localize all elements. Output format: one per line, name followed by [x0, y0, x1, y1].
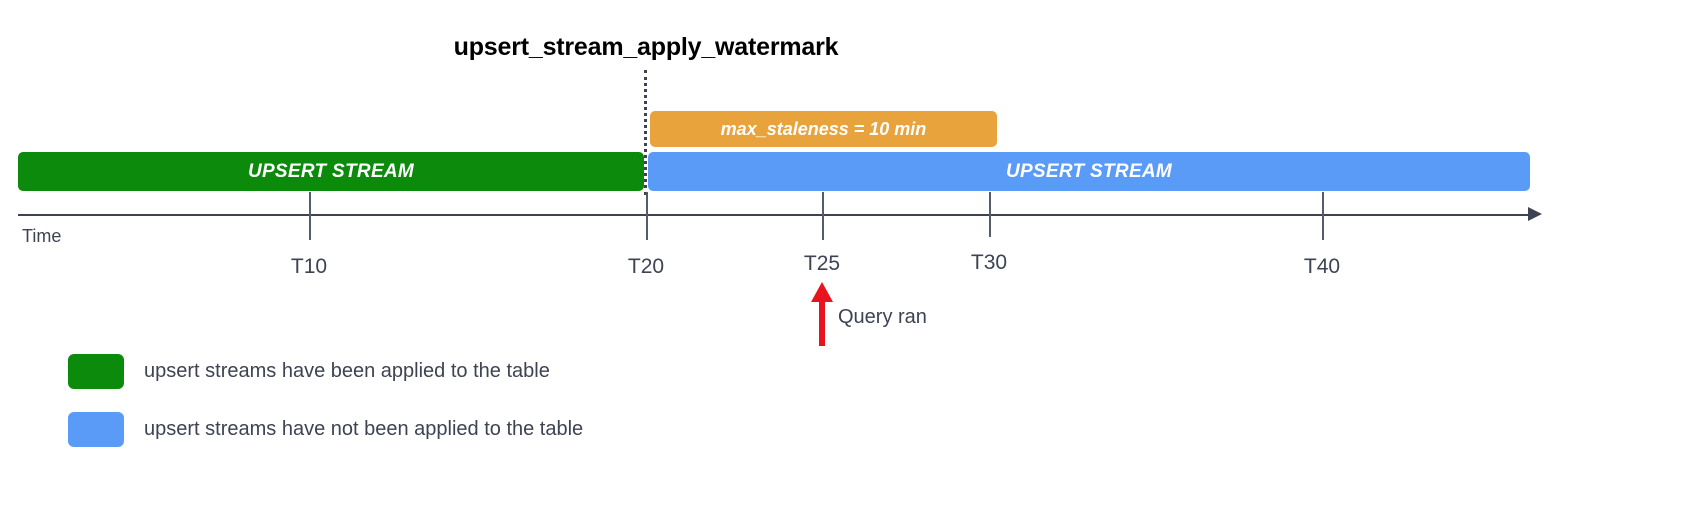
query-ran-arrow-icon — [811, 282, 833, 302]
unapplied-upsert-stream-label: UPSERT STREAM — [1005, 160, 1173, 182]
query-ran-arrow-shaft — [819, 300, 825, 346]
tick-mark-t30 — [989, 192, 991, 237]
watermark-dotted-line — [644, 70, 647, 195]
tick-label-t40: T40 — [1303, 255, 1341, 278]
tick-mark-t10 — [309, 192, 311, 240]
time-axis-arrow-icon — [1528, 207, 1542, 221]
unapplied-upsert-stream-bar: UPSERT STREAM — [648, 152, 1530, 191]
tick-label-t30: T30 — [970, 251, 1008, 274]
legend-label-applied: upsert streams have been applied to the … — [144, 360, 550, 382]
tick-mark-t40 — [1322, 192, 1324, 240]
legend-label-unapplied: upsert streams have not been applied to … — [144, 418, 584, 440]
tick-mark-t25 — [822, 192, 824, 240]
max-staleness-bar: max_staleness = 10 min — [650, 111, 997, 147]
time-axis-line — [18, 214, 1538, 216]
query-ran-label: Query ran — [838, 306, 927, 328]
max-staleness-label: max_staleness = 10 min — [720, 118, 927, 139]
legend-item-applied: upsert streams have been applied to the … — [68, 354, 550, 389]
tick-label-t25: T25 — [803, 252, 841, 275]
legend-swatch-applied — [68, 354, 124, 389]
time-axis-label: Time — [22, 226, 62, 246]
tick-label-t20: T20 — [627, 255, 665, 278]
applied-upsert-stream-label: UPSERT STREAM — [247, 160, 415, 182]
legend-swatch-unapplied — [68, 412, 124, 447]
tick-mark-t20 — [646, 192, 648, 240]
page-title: upsert_stream_apply_watermark — [453, 33, 839, 61]
tick-label-t10: T10 — [290, 255, 328, 278]
applied-upsert-stream-bar: UPSERT STREAM — [18, 152, 644, 191]
legend-item-unapplied: upsert streams have not been applied to … — [68, 412, 583, 447]
